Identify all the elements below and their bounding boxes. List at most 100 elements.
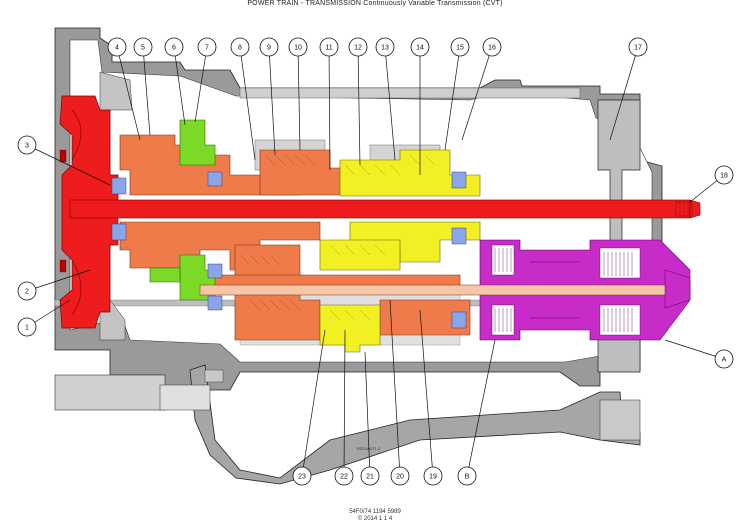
callout-leader-line — [142, 46, 151, 136]
callout-number: 21 — [366, 474, 374, 481]
callout-21: 21 — [360, 351, 380, 486]
callout-4: 4 — [107, 37, 141, 141]
callout-a: A — [664, 339, 734, 369]
bearings — [111, 171, 467, 383]
callout-number: 3 — [25, 143, 29, 150]
callout-leader-line — [419, 309, 434, 477]
callout-circle — [360, 466, 380, 486]
callout-circle — [107, 37, 127, 57]
callout-leader-line — [297, 46, 301, 151]
callout-11: 11 — [319, 37, 339, 171]
callout-number: 18 — [720, 173, 728, 180]
callout-12: 12 — [348, 37, 368, 166]
callout-7: 7 — [194, 37, 217, 123]
callout-circle — [450, 37, 470, 57]
callout-number: 2 — [25, 289, 29, 296]
callout-number: 8 — [238, 45, 242, 52]
callout-number: 6 — [172, 45, 176, 52]
callout-circle — [164, 37, 184, 57]
callout-number: 9 — [267, 45, 271, 52]
callout-13: 13 — [375, 37, 396, 161]
callout-9: 9 — [259, 37, 279, 156]
callout-leader-line — [116, 46, 141, 141]
callout-14: 14 — [410, 37, 430, 175]
callout-number: B — [465, 474, 470, 481]
callout-number: 15 — [456, 45, 464, 52]
callout-circle — [348, 37, 368, 57]
callout-17: 17 — [609, 37, 648, 141]
callout-number: 11 — [325, 45, 332, 52]
callout-number: 1 — [25, 325, 29, 332]
callout-circle — [319, 37, 339, 57]
callout-leader-line — [461, 46, 493, 141]
callout-number: 23 — [298, 474, 306, 481]
callout-circle — [259, 37, 279, 57]
callout-8: 8 — [230, 37, 256, 161]
callout-circle — [17, 135, 37, 155]
callout-number: 14 — [416, 45, 424, 52]
callout-number: 17 — [634, 45, 642, 52]
callout-number: 5 — [141, 45, 145, 52]
callout-20: 20 — [389, 299, 410, 486]
footer-reference: 54F0/74 1194 5989 — [349, 509, 401, 515]
callout-leader-line — [364, 351, 371, 477]
callout-19: 19 — [419, 309, 443, 486]
callout-b: B — [457, 339, 496, 486]
callout-leader-line — [664, 339, 725, 360]
callout-circle — [423, 466, 443, 486]
callout-leader-line — [268, 46, 276, 156]
callout-leader-line — [239, 46, 256, 161]
callout-23: 23 — [292, 329, 326, 486]
callout-22: 22 — [334, 329, 354, 486]
callout-circle — [334, 466, 354, 486]
callout-circle — [390, 466, 410, 486]
yellow-planetary-set — [319, 149, 481, 353]
callout-number: 10 — [294, 45, 302, 52]
callout-number: 13 — [381, 45, 389, 52]
page-header: POWER TRAIN - TRANSMISSION Continuously … — [247, 0, 503, 7]
lower-left-stub — [159, 384, 211, 411]
callout-leader-line — [328, 46, 331, 171]
housing-bottom-plate — [54, 374, 166, 411]
callout-circle — [292, 466, 312, 486]
callout-2: 2 — [17, 269, 91, 301]
callout-circle — [375, 37, 395, 57]
callout-18: 18 — [689, 165, 734, 203]
callout-circle — [714, 349, 734, 369]
housing-top-band — [239, 87, 581, 99]
callout-leader-line — [26, 269, 91, 292]
callout-15: 15 — [444, 37, 470, 151]
callout-circle — [17, 317, 37, 337]
callout-number: 12 — [354, 45, 362, 52]
callout-number: 19 — [429, 474, 437, 481]
callout-circle — [288, 37, 308, 57]
callout-circle — [230, 37, 250, 57]
callout-number: 7 — [205, 45, 209, 52]
callout-circle — [410, 37, 430, 57]
right-cover — [597, 99, 641, 373]
callout-leader-line — [609, 46, 639, 141]
callout-circle — [17, 281, 37, 301]
callout-number: A — [722, 357, 727, 364]
callout-leader-line — [343, 329, 346, 477]
callout-leader-line — [194, 46, 208, 123]
callout-number: 16 — [488, 45, 496, 52]
callout-circle — [133, 37, 153, 57]
callout-circle — [482, 37, 502, 57]
callout-leader-line — [26, 144, 111, 186]
callout-circle — [197, 37, 217, 57]
callout-3: 3 — [17, 135, 111, 186]
callout-5: 5 — [133, 37, 153, 136]
housing-lower — [189, 364, 641, 485]
footer-copyright: © 2014 1 1 4 — [357, 516, 393, 522]
callout-number: 20 — [396, 474, 404, 481]
callout-leader-line — [444, 46, 461, 151]
right-lower-boss — [599, 399, 641, 441]
callout-number: 22 — [340, 474, 348, 481]
callout-circle — [714, 165, 734, 185]
callout-leader-line — [384, 46, 396, 161]
callout-circle — [628, 37, 648, 57]
callout-leader-line — [357, 46, 361, 166]
